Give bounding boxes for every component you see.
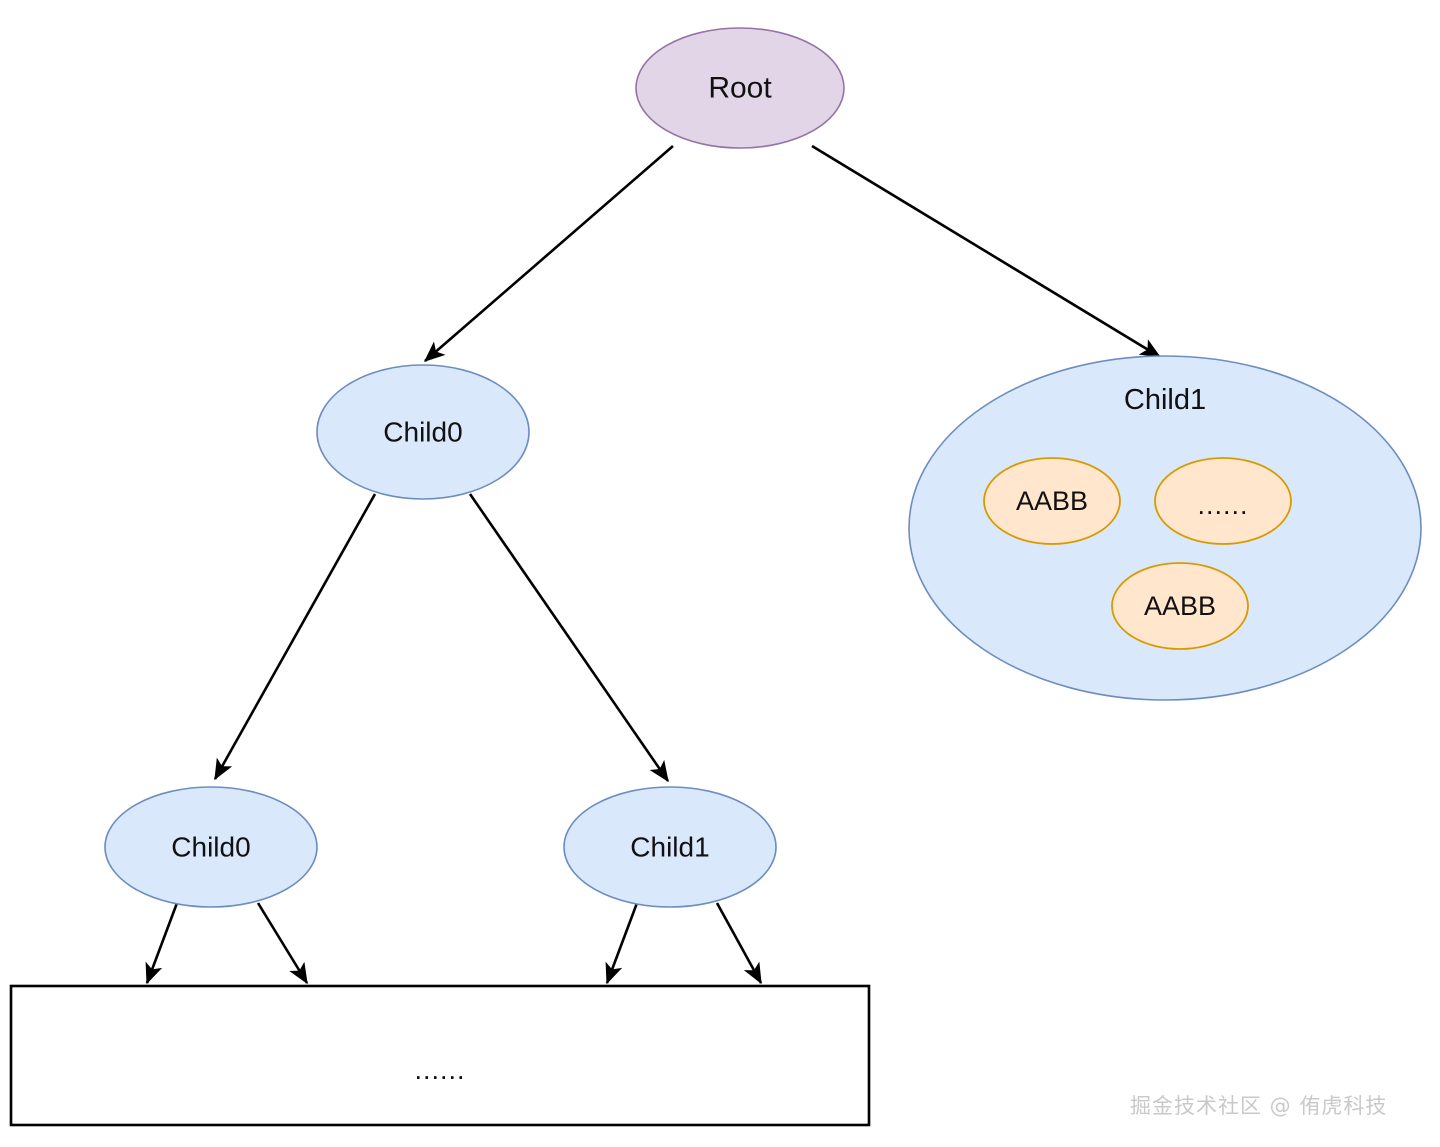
- leaf-child0-ellipse: [104, 786, 318, 908]
- edge-leaf-child0-to-box-left: [145, 902, 179, 985]
- edge-leaf-child1-to-box-left: [605, 902, 639, 985]
- group-item-label: AABB: [1144, 591, 1216, 621]
- group-item-label: ......: [1197, 490, 1248, 520]
- bottom-box-label: ......: [414, 1055, 465, 1085]
- node-branch-child0[interactable]: Child0: [316, 364, 530, 500]
- bottom-box-rect: [9, 984, 871, 1127]
- edge-leaf-child1-to-box-right: [715, 902, 763, 985]
- branch-child0-label: Child0: [383, 417, 462, 448]
- group-child1-ellipse: [908, 355, 1422, 701]
- edge-child0-to-leaf-child1: [468, 493, 670, 783]
- leaf-child1-ellipse: [563, 786, 777, 908]
- watermark-label: 掘金技术社区 @ 侑虎科技: [1130, 1094, 1387, 1118]
- node-leaf-child1[interactable]: Child1: [563, 786, 777, 908]
- edge-root-to-child1-group: [811, 144, 1162, 359]
- group-item-aabb-left[interactable]: AABB: [983, 457, 1121, 545]
- group-item-ellipse: [983, 457, 1121, 545]
- branch-child0-ellipse: [316, 364, 530, 500]
- root-ellipse: [635, 27, 845, 149]
- leaf-child1-label: Child1: [630, 832, 709, 863]
- group-item-ellipsis[interactable]: ......: [1154, 457, 1292, 545]
- group-child1-label: Child1: [1124, 384, 1206, 416]
- root-label: Root: [708, 72, 772, 105]
- edge-root-to-child0: [424, 145, 674, 362]
- group-item-ellipse: [1154, 457, 1292, 545]
- node-root[interactable]: Root: [635, 27, 845, 149]
- edge-child0-to-leaf-child0: [213, 493, 377, 781]
- node-leaf-child0[interactable]: Child0: [104, 786, 318, 908]
- edge-leaf-child0-to-box-right: [256, 902, 309, 985]
- group-item-ellipse: [1111, 562, 1249, 650]
- leaf-child0-label: Child0: [171, 832, 250, 863]
- group-item-aabb-bottom[interactable]: AABB: [1111, 562, 1249, 650]
- group-item-label: AABB: [1016, 486, 1088, 516]
- node-bottom-box[interactable]: ......: [9, 984, 871, 1127]
- edge-group: [145, 144, 1162, 985]
- node-group-child1[interactable]: Child1 AABB ...... AABB: [908, 355, 1422, 701]
